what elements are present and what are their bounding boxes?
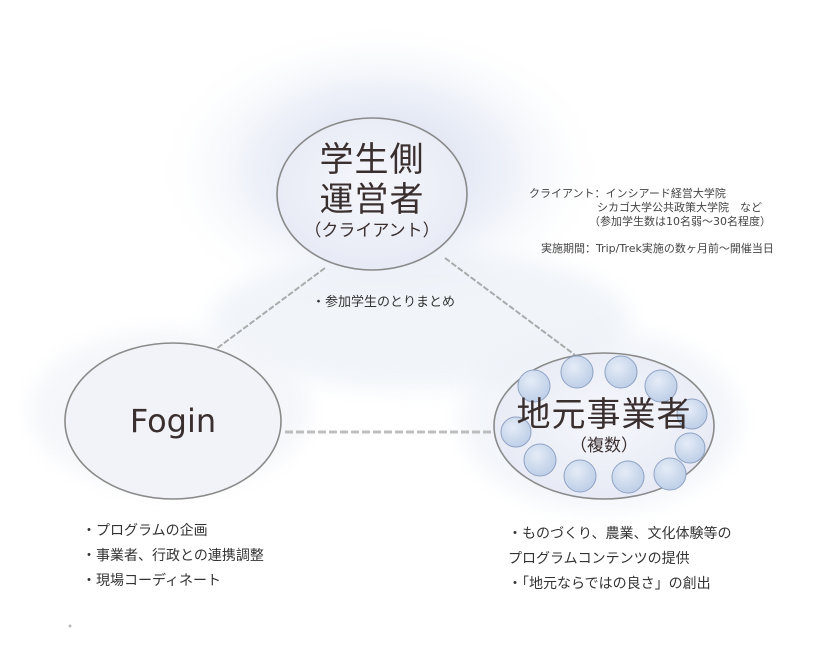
member-circle [523,443,557,477]
member-circle [560,355,594,389]
member-circle [676,398,708,430]
member-circle [644,369,678,403]
student-node-label: 学生側 運営者 （クライアント） [292,140,452,242]
student-title-line1: 学生側 [319,140,425,180]
member-circle [563,459,597,493]
member-circle [611,460,645,494]
fogin-ellipse [64,342,282,500]
student-subtitle: （クライアント） [304,221,440,241]
client-info: クライアント：インシアード経営大学院 シカゴ大学公共政策大学院 など （参加学生… [529,187,774,256]
member-circle [604,355,638,389]
fogin-roles-list: ・プログラムの企画 ・事業者、行政との連携調整 ・現場コーディネート [82,519,264,594]
stray-dot [68,624,72,628]
fogin-title: Fogin [129,402,217,440]
fogin-role-item: ・プログラムの企画 [82,523,208,539]
connector-student-local [444,257,576,356]
student-title-line2: 運営者 [319,180,425,220]
local-members-ring [500,355,708,494]
member-circle [517,369,551,403]
client-line2: シカゴ大学公共政策大学院 など [597,201,762,214]
client-label: クライアント：インシアード経営大学院 [529,187,726,200]
local-node-label: 地元事業者 （複数） [504,395,704,457]
local-role-item: ・ものづくり、農業、文化体験等の [508,526,732,542]
student-ellipse [276,117,468,271]
local-role-item: ・「地元ならではの良さ」の創出 [508,576,711,592]
local-roles-list: ・ものづくり、農業、文化体験等の プログラムコンテンツの提供 ・「地元ならではの… [508,522,731,597]
fogin-role-item: ・現場コーディネート [82,573,222,589]
connector-student-fogin [207,267,326,356]
local-title: 地元事業者 [516,395,692,435]
student-role: ・参加学生のとりまとめ [312,295,456,310]
member-circle [500,416,532,448]
fogin-role-item: ・事業者、行政との連携調整 [82,548,264,564]
local-role-item: プログラムコンテンツの提供 [508,551,690,567]
client-line3: （参加学生数は10名弱～30名程度） [589,215,771,228]
local-subtitle: （複数） [570,436,638,456]
member-circle [653,457,687,491]
period-label: 実施期間：Trip/Trek実施の数ヶ月前～開催当日 [541,242,774,255]
member-circle [674,432,706,464]
